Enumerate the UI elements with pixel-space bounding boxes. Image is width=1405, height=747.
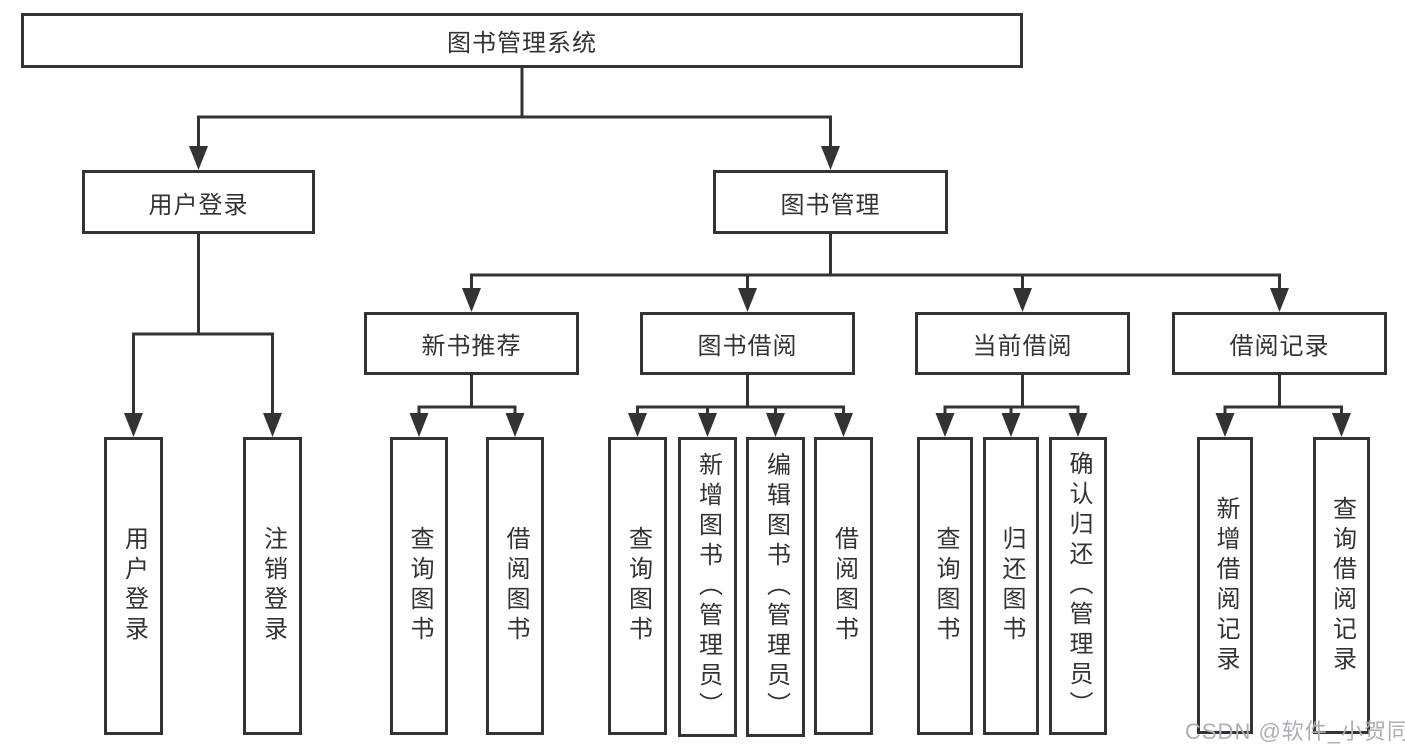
leaf-label: 注销登录 bbox=[259, 526, 287, 646]
node-current-borrow: 当前借阅 bbox=[915, 312, 1130, 375]
leaf-query-books: 查询图书 bbox=[390, 437, 448, 735]
leaf-query-books: 查询图书 bbox=[608, 437, 667, 735]
leaf-label: 编辑图书（管理员） bbox=[762, 452, 790, 722]
leaf-label: 查询图书 bbox=[624, 526, 652, 646]
csdn-watermark: CSDN @软件_小贺同学 bbox=[1185, 719, 1405, 744]
leaf-label: 归还图书 bbox=[998, 526, 1025, 646]
node-user-login: 用户登录 bbox=[82, 170, 315, 234]
new-book-recommend-connector bbox=[409, 375, 525, 437]
current-borrow-connector bbox=[935, 375, 1088, 437]
root-to-level2-connector bbox=[189, 68, 840, 170]
leaf-label: 用户登录 bbox=[120, 526, 148, 646]
node-label: 新书推荐 bbox=[421, 333, 522, 360]
leaf-label: 确认归还（管理员） bbox=[1065, 451, 1092, 721]
leaf-edit-books-admin: 编辑图书（管理员） bbox=[746, 437, 805, 737]
leaf-query-books: 查询图书 bbox=[917, 437, 973, 735]
leaf-return-books: 归还图书 bbox=[983, 437, 1039, 735]
node-label: 图书管理系统 bbox=[447, 30, 597, 57]
leaf-add-borrow-record: 新增借阅记录 bbox=[1197, 437, 1253, 734]
book-management-connector bbox=[462, 234, 1289, 312]
leaf-label: 借阅图书 bbox=[830, 526, 858, 646]
node-label: 图书借阅 bbox=[697, 333, 798, 360]
leaf-borrow-books: 借阅图书 bbox=[814, 437, 873, 735]
node-borrow-records: 借阅记录 bbox=[1172, 312, 1387, 375]
leaf-query-borrow-record: 查询借阅记录 bbox=[1313, 437, 1370, 734]
leaf-label: 查询图书 bbox=[406, 526, 433, 646]
leaf-label: 查询图书 bbox=[932, 526, 959, 646]
book-borrow-connector bbox=[628, 375, 853, 437]
leaf-user-login: 用户登录 bbox=[104, 437, 163, 735]
leaf-add-books-admin: 新增图书（管理员） bbox=[678, 437, 737, 737]
leaf-confirm-return-admin: 确认归还（管理员） bbox=[1049, 437, 1107, 735]
node-label: 当前借阅 bbox=[972, 333, 1073, 360]
leaf-label: 查询借阅记录 bbox=[1328, 495, 1356, 676]
borrow-records-connector bbox=[1215, 375, 1351, 437]
node-book-borrow: 图书借阅 bbox=[640, 312, 855, 375]
leaf-label: 借阅图书 bbox=[502, 526, 529, 646]
node-label: 图书管理 bbox=[780, 191, 881, 219]
node-label: 借阅记录 bbox=[1229, 333, 1330, 360]
leaf-logout: 注销登录 bbox=[243, 437, 302, 735]
node-label: 用户登录 bbox=[148, 191, 249, 219]
node-book-management: 图书管理 bbox=[713, 170, 948, 234]
node-new-book-recommend: 新书推荐 bbox=[364, 312, 579, 375]
leaf-borrow-books: 借阅图书 bbox=[486, 437, 544, 735]
user-login-connector bbox=[124, 234, 282, 437]
node-library-system: 图书管理系统 bbox=[21, 13, 1023, 68]
leaf-label: 新增借阅记录 bbox=[1212, 495, 1239, 676]
leaf-label: 新增图书（管理员） bbox=[694, 452, 722, 722]
